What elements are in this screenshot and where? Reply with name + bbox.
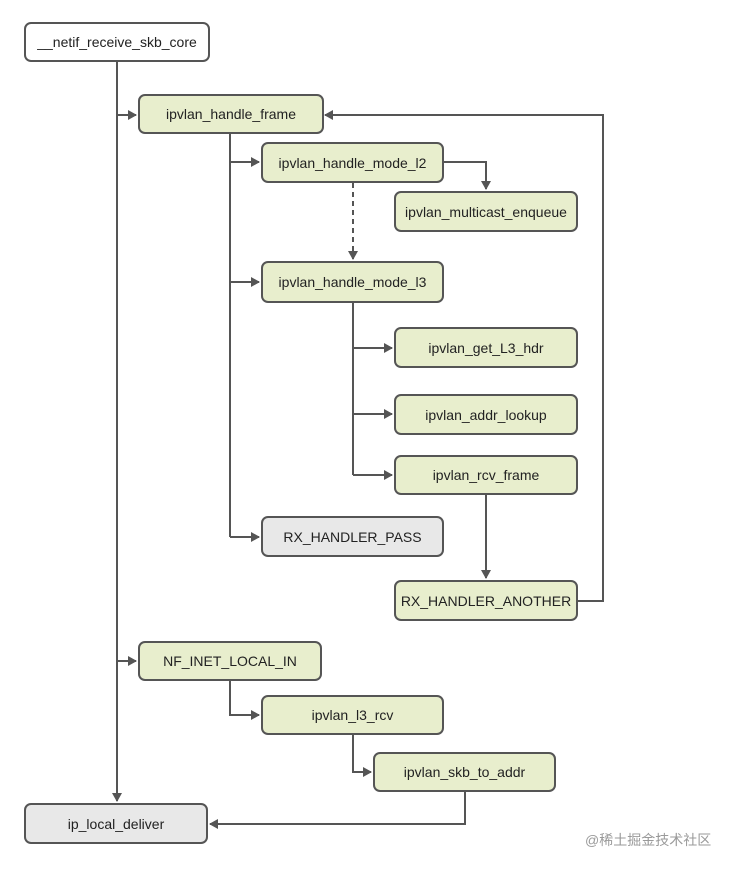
edge-mode-l2-to-multicast [444,161,491,190]
node-ipvlan-skb-to-addr: ipvlan_skb_to_addr [373,752,556,792]
node-ipvlan-addr-lookup: ipvlan_addr_lookup [394,394,578,435]
edge-nf-to-l3-rcv [229,681,260,720]
watermark-text: @稀土掘金技术社区 [585,832,712,848]
node-ipvlan-handle-mode-l3: ipvlan_handle_mode_l3 [261,261,444,303]
node-rx-handler-pass: RX_HANDLER_PASS [261,516,444,557]
node-netif-receive-skb-core: __netif_receive_skb_core [24,22,210,62]
edge-skb-to-addr-to-ip-local-deliver [209,792,466,829]
node-ipvlan-l3-rcv: ipvlan_l3_rcv [261,695,444,735]
node-nf-inet-local-in: NF_INET_LOCAL_IN [138,641,322,681]
edge-rx-another-loop-back [324,110,604,602]
node-ipvlan-multicast-enqueue: ipvlan_multicast_enqueue [394,191,578,232]
node-ip-local-deliver: ip_local_deliver [24,803,208,844]
edge-l3-rcv-to-skb-to-addr [352,735,372,777]
node-ipvlan-get-l3-hdr: ipvlan_get_L3_hdr [394,327,578,368]
node-ipvlan-handle-mode-l2: ipvlan_handle_mode_l2 [261,142,444,183]
node-ipvlan-rcv-frame: ipvlan_rcv_frame [394,455,578,495]
node-rx-handler-another: RX_HANDLER_ANOTHER [394,580,578,621]
node-ipvlan-handle-frame: ipvlan_handle_frame [138,94,324,134]
